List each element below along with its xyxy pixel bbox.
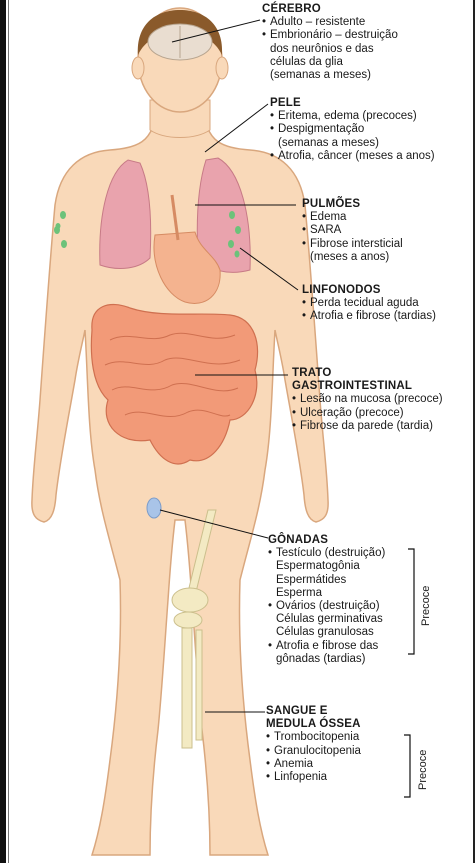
gonadas-item: Ovários (destruição): [268, 600, 418, 613]
cerebro-section: CÉREBRO Adulto – resistente Embrionário …: [262, 3, 472, 82]
cerebro-item-continuation: dos neurônios e das: [262, 43, 472, 56]
gonadas-subitem: Células germinativas: [268, 613, 418, 626]
pulmoes-item: SARA: [302, 224, 472, 237]
gonadas-subitem: Esperma: [268, 587, 418, 600]
gonadas-subitem: Espermatogônia: [268, 560, 418, 573]
pele-item: Despigmentação: [270, 123, 475, 136]
trato-title-line2: GASTROINTESTINAL: [292, 380, 474, 393]
cerebro-item-continuation: (semanas a meses): [262, 69, 472, 82]
pulmoes-item: Edema: [302, 211, 472, 224]
trato-title: TRATO: [292, 367, 474, 380]
gonadas-subitem: Espermátides: [268, 574, 418, 587]
pele-section: PELE Eritema, edema (precoces) Despigmen…: [270, 97, 475, 163]
gonadas-item: Atrofia e fibrose das: [268, 640, 418, 653]
sangue-precoce-label: Precoce: [417, 750, 429, 790]
pele-title: PELE: [270, 97, 475, 110]
trato-item: Lesão na mucosa (precoce): [292, 393, 474, 406]
left-ear: [132, 57, 144, 79]
trato-item: Ulceração (precoce): [292, 407, 474, 420]
pulmoes-title: PULMÕES: [302, 198, 472, 211]
cerebro-item-continuation: células da glia: [262, 56, 472, 69]
sangue-item: Trombocitopenia: [266, 731, 416, 744]
sangue-section: SANGUE E MEDULA ÓSSEA Trombocitopenia Gr…: [266, 705, 416, 784]
cerebro-item: Embrionário – destruição: [262, 29, 472, 42]
gonadas-subitem: Células granulosas: [268, 626, 418, 639]
trato-section: TRATO GASTROINTESTINAL Lesão na mucosa (…: [292, 367, 474, 433]
linfonodos-item: Atrofia e fibrose (tardias): [302, 310, 474, 323]
sangue-title: SANGUE E: [266, 705, 416, 718]
gonadas-item: Testículo (destruição): [268, 547, 418, 560]
cerebro-title: CÉREBRO: [262, 3, 472, 16]
right-ear: [216, 57, 228, 79]
pulmoes-item-continuation: (meses a anos): [302, 251, 472, 264]
gonadas-precoce-label: Precoce: [420, 586, 432, 626]
pele-item: Atrofia, câncer (meses a anos): [270, 150, 475, 163]
pulmoes-item: Fibrose intersticial: [302, 238, 472, 251]
gonadas-section: GÔNADAS Testículo (destruição) Espermato…: [268, 534, 418, 666]
sangue-item: Anemia: [266, 758, 416, 771]
gonad: [147, 498, 161, 518]
pele-item: Eritema, edema (precoces): [270, 110, 475, 123]
cerebro-item: Adulto – resistente: [262, 16, 472, 29]
pulmoes-section: PULMÕES Edema SARA Fibrose intersticial …: [302, 198, 472, 264]
sangue-item: Linfopenia: [266, 771, 416, 784]
linfonodos-title: LINFONODOS: [302, 284, 474, 297]
sangue-title-line2: MEDULA ÓSSEA: [266, 718, 416, 731]
pele-item-continuation: (semanas a meses): [270, 137, 475, 150]
linfonodos-section: LINFONODOS Perda tecidual aguda Atrofia …: [302, 284, 474, 324]
sangue-item: Granulocitopenia: [266, 745, 416, 758]
gonadas-item-continuation: gônadas (tardias): [268, 653, 418, 666]
trato-item: Fibrose da parede (tardia): [292, 420, 474, 433]
linfonodos-item: Perda tecidual aguda: [302, 297, 474, 310]
gonadas-title: GÔNADAS: [268, 534, 418, 547]
